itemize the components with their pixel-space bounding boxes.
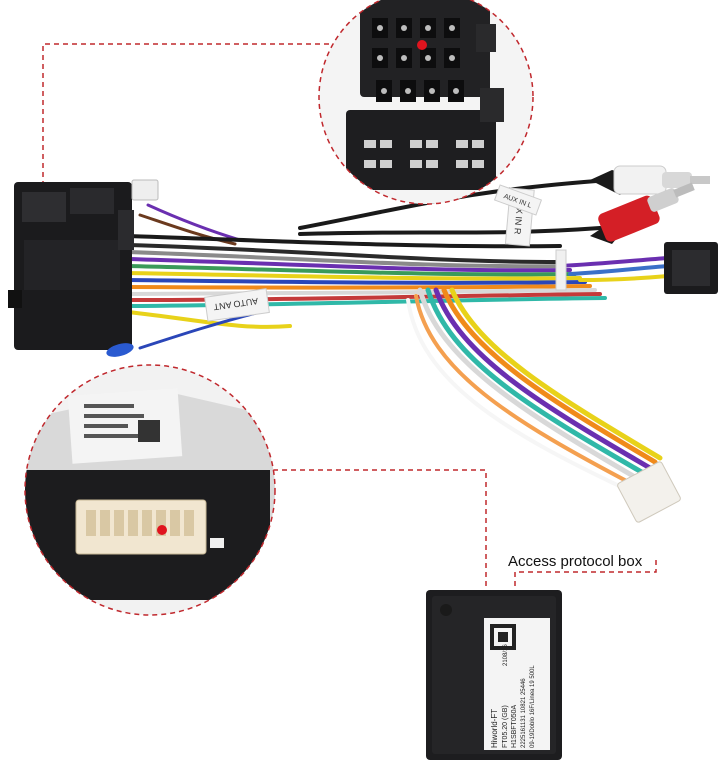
box-serial-text: 2225161131 10821 25446: [521, 678, 527, 748]
cable-tie: [555, 249, 567, 291]
iso-radio-connector: [664, 242, 718, 294]
iso-zoom-callout: [318, 0, 534, 205]
box-date-text: 2108/16: [503, 644, 509, 666]
wire-label-aux-l: AUX IN L: [493, 184, 543, 216]
harness-wires: [126, 178, 670, 494]
protocol-box-leader: [514, 560, 657, 600]
iso-pin-marker: [417, 40, 427, 50]
rca-plug-white: [590, 165, 710, 195]
protocol-box-callout-label: Access protocol box: [506, 553, 645, 570]
antenna-tip: [106, 343, 134, 357]
socket-pin-marker: [157, 525, 167, 535]
rca-plug-red: [590, 182, 695, 244]
box-note-text: 09-19Doblo 16F/Linea 19 500L: [530, 665, 536, 748]
box-code-text: H1SBFT050A: [511, 704, 518, 748]
callout-lines: [42, 43, 657, 600]
box-brand-text: Hiworld-FT: [490, 709, 499, 748]
box-model-text: FT05.20 (GB): [502, 705, 509, 748]
access-protocol-box: [426, 590, 562, 760]
car-side-connector: [8, 182, 134, 350]
protocol-box-label: Hiworld-FT FT05.20 (GB) 2108/16 H1SBFT05…: [490, 644, 536, 748]
wire-label-antenna: AUTO ANT: [204, 288, 270, 322]
socket-zoom-callout: [24, 364, 276, 616]
left-callout-leader: [228, 469, 487, 600]
protocol-plug-white: [617, 461, 681, 523]
top-callout-leader: [42, 43, 343, 186]
small-white-plug: [131, 179, 159, 201]
